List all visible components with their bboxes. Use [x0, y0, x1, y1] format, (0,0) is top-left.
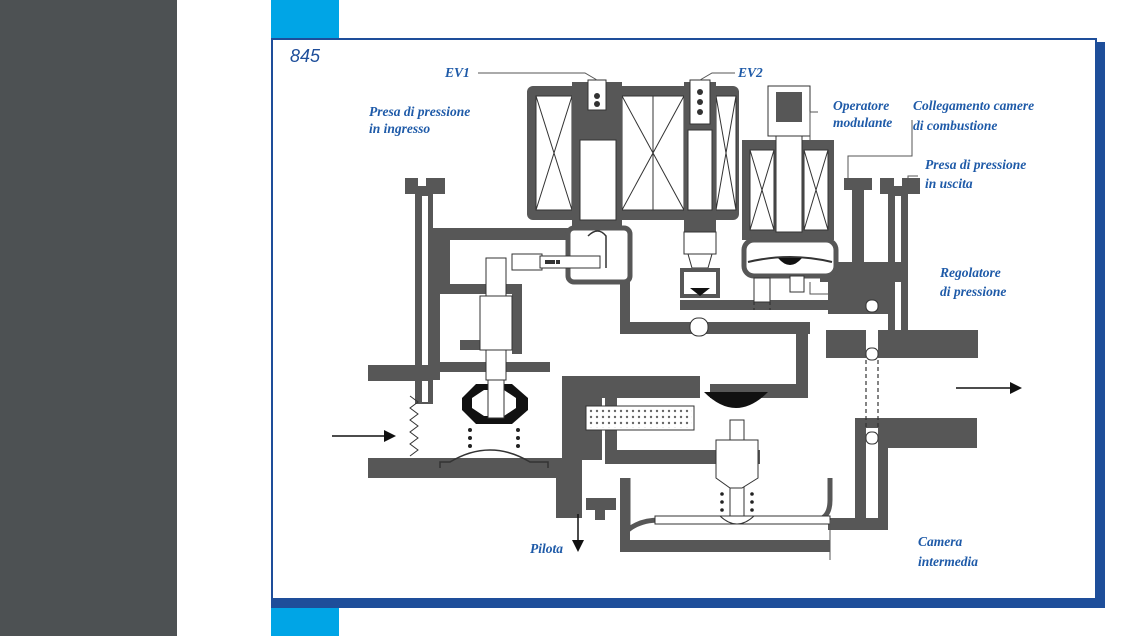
- label-ev1: EV1: [444, 65, 470, 80]
- label-presa-uscita-line2: in uscita: [925, 176, 973, 191]
- label-operatore-line1: Operatore: [833, 98, 889, 113]
- label-ev2: EV2: [737, 65, 763, 80]
- frame-shadow-bottom: [271, 600, 1105, 608]
- left-sidebar-panel: [0, 0, 177, 636]
- internal-components: [409, 225, 879, 525]
- label-presa-uscita-line1: Presa di pressione: [925, 157, 1026, 172]
- label-operatore-line2: modulante: [833, 115, 892, 130]
- label-camera-line1: Camera: [918, 534, 963, 549]
- label-presa-ingresso-line2: in ingresso: [369, 121, 430, 136]
- flow-arrows: [332, 382, 1022, 552]
- accent-block-top: [271, 0, 339, 38]
- frame-shadow-right: [1097, 42, 1105, 608]
- label-presa-ingresso-line1: Presa di pressione: [369, 104, 470, 119]
- accent-block-bottom: [271, 606, 339, 636]
- label-regolatore-line1: Regolatore: [939, 265, 1001, 280]
- label-regolatore-line2: di pressione: [940, 284, 1006, 299]
- label-collegamento-line2: di combustione: [913, 118, 997, 133]
- solenoid-coils: [527, 79, 834, 240]
- label-pilota: Pilota: [530, 541, 563, 556]
- valve-body: [368, 178, 978, 552]
- figure-number: 845: [290, 46, 321, 66]
- labels: EV1 EV2 Presa di pressione in ingresso O…: [369, 65, 1034, 569]
- label-camera-line2: intermedia: [918, 554, 978, 569]
- leader-lines: [478, 72, 918, 560]
- label-collegamento-line1: Collegamento camere: [913, 98, 1034, 113]
